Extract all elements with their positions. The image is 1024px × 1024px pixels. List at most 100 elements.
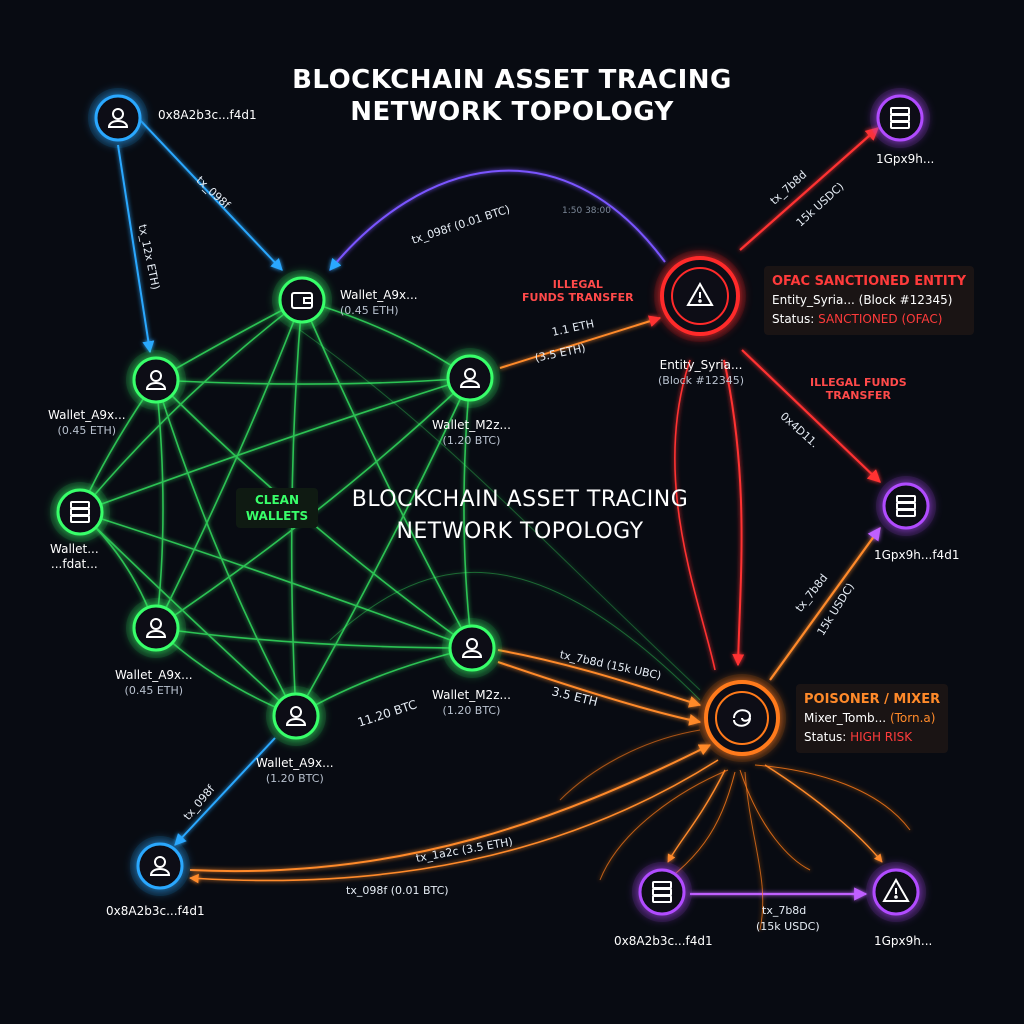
node-ring <box>638 868 686 916</box>
wallet-m2z-top-label: Wallet_M2z...(1.20 BTC) <box>432 418 511 447</box>
edge-user-top-to-wallet-left1 <box>117 144 155 354</box>
wallet-icon <box>291 292 313 309</box>
node-wallet-m2z-top[interactable] <box>440 348 500 408</box>
node-inner-ring <box>671 267 729 325</box>
node-wallet-bottom[interactable] <box>266 686 326 746</box>
edge-mixer-to-purple-br <box>764 764 883 863</box>
center-title: BLOCKCHAIN ASSET TRACING NETWORK TOPOLOG… <box>160 484 880 548</box>
mesh-edge-wallet_top-wallet_left2 <box>155 299 303 629</box>
mesh-edge-wallet_left2-wallet_m2z_top <box>155 377 471 629</box>
vortex-icon <box>733 709 752 727</box>
ofac-heading: OFAC SANCTIONED ENTITY <box>772 274 966 289</box>
node-user-bottom[interactable] <box>130 836 190 896</box>
edge-label-15k-bottom: (15k USDC) <box>756 920 820 933</box>
mixer-entity: Mixer_Tomb... (Torn.a) <box>804 711 936 725</box>
node-purple-bottom-right[interactable] <box>866 862 926 922</box>
wallet-m2z-bottom-label: Wallet_M2z...(1.20 BTC) <box>432 688 511 717</box>
edge-m2z-to-entity <box>499 315 662 369</box>
edge-mixer-to-purple-mid <box>769 526 881 681</box>
server-icon <box>896 495 916 517</box>
user-bottom-label: 0x8A2b3c...f4d1 <box>106 904 205 918</box>
node-wallet-top[interactable] <box>272 270 332 330</box>
mixer-status: Status: HIGH RISK <box>804 730 913 744</box>
mesh-edge-wallet_top-wallet_m2z_bottom <box>301 299 473 649</box>
clean-wallets-badge: CLEAN WALLETS <box>236 488 318 528</box>
clean-badge-line-2: WALLETS <box>245 509 309 523</box>
page-title: BLOCKCHAIN ASSET TRACING NETWORK TOPOLOG… <box>0 64 1024 128</box>
edge-entity-to-mixer <box>723 359 745 667</box>
warning-icon <box>686 281 714 306</box>
user-icon <box>145 370 167 390</box>
user-icon <box>459 368 481 388</box>
title-line-1: BLOCKCHAIN ASSET TRACING <box>292 65 732 95</box>
node-wallet-m2z-bottom[interactable] <box>442 618 502 678</box>
edge-entity-to-purple-mid <box>741 349 881 483</box>
edge-mixer-to-purple-bl <box>667 769 726 863</box>
edge-wallet-bottom-to-user-bottom <box>174 737 276 846</box>
node-entity[interactable] <box>654 250 746 342</box>
node-ring <box>56 488 104 536</box>
edge-entity-to-purple-top <box>739 127 879 251</box>
purple-mid-label: 1Gpx9h...f4d1 <box>874 548 960 562</box>
node-wallet-left-server[interactable] <box>50 482 110 542</box>
user-top-label: 0x8A2b3c...f4d1 <box>158 108 257 122</box>
node-ring <box>876 94 924 142</box>
server-icon <box>890 107 910 129</box>
edge-m2z-bottom-to-mixer <box>497 649 702 708</box>
user-icon <box>107 108 129 128</box>
user-icon <box>285 706 307 726</box>
edge-label-tx7b8d-bottom: tx_7b8d <box>762 904 807 917</box>
node-ring <box>278 276 326 324</box>
node-purple-mid[interactable] <box>876 476 936 536</box>
mesh-edge-wallet_left1-wallet_m2z_top <box>155 373 471 385</box>
user-icon <box>145 618 167 638</box>
node-inner-ring <box>715 691 769 745</box>
edge-label-time: 1:50 38:00 <box>562 206 612 216</box>
transaction-edges <box>117 119 911 931</box>
wallet-bottom-label: Wallet_A9x...(1.20 BTC) <box>256 756 334 785</box>
purple-top-label: 1Gpx9h... <box>876 152 935 166</box>
node-purple-bottom-left[interactable] <box>632 862 692 922</box>
edge-label-tx098f-bottom: tx_098f (0.01 BTC) <box>346 884 449 897</box>
purple-bl-label: 0x8A2b3c...f4d1 <box>614 934 713 948</box>
user-icon <box>461 638 483 658</box>
node-mixer[interactable] <box>698 674 786 762</box>
title-line-2: NETWORK TOPOLOGY <box>350 97 674 127</box>
edge-entity-arc-to-wallet-top <box>329 169 666 271</box>
node-user-top[interactable] <box>88 88 148 148</box>
purple-br-label: 1Gpx9h... <box>874 934 933 948</box>
edge-entity-arc-down <box>674 359 716 671</box>
center-title-line-1: BLOCKCHAIN ASSET TRACING <box>351 487 689 512</box>
mesh-edge-wallet_top-wallet_left_server <box>79 299 303 513</box>
edge-user-top-to-wallet-top <box>139 119 283 271</box>
node-wallet-left2[interactable] <box>126 598 186 658</box>
server-icon <box>652 881 672 903</box>
node-purple-top[interactable] <box>870 88 930 148</box>
edge-user-bottom-to-mixer <box>189 744 712 873</box>
mesh-edge-wallet_left_server-wallet_m2z_bottom <box>79 511 473 650</box>
wisp-1 <box>329 572 701 701</box>
mesh-edge-wallet_left_server-wallet_m2z_top <box>79 376 471 513</box>
tendril-6 <box>559 729 701 801</box>
mixer-callout: POISONER / MIXER Mixer_Tomb... (Torn.a) … <box>796 684 949 753</box>
wisp-2 <box>299 329 701 691</box>
ofac-entity: Entity_Syria... (Block #12345) <box>772 293 953 307</box>
mesh-edge-wallet_left2-wallet_m2z_bottom <box>155 627 473 653</box>
tendril-3 <box>754 764 911 831</box>
node-wallet-left1[interactable] <box>126 350 186 410</box>
node-ring <box>882 482 930 530</box>
mesh-edge-wallet_bottom-wallet_m2z_top <box>295 377 471 717</box>
wallet-left-server-label: Wallet......fdat... <box>50 542 99 571</box>
ofac-callout: OFAC SANCTIONED ENTITY Entity_Syria... (… <box>764 266 974 335</box>
mesh-edge-wallet_m2z_top-wallet_m2z_bottom <box>463 377 476 649</box>
wallet-left1-label: Wallet_A9x...(0.45 ETH) <box>48 408 126 437</box>
mesh-edge-wallet_left_server-wallet_bottom <box>79 511 297 717</box>
clean-badge-line-1: CLEAN <box>255 493 299 507</box>
warning-icon <box>882 877 910 902</box>
mesh-edge-wallet_left1-wallet_bottom <box>155 379 297 717</box>
entity-label: Entity_Syria...(Block #12345) <box>658 358 745 387</box>
edge-mixer-to-user-bottom <box>189 759 719 884</box>
